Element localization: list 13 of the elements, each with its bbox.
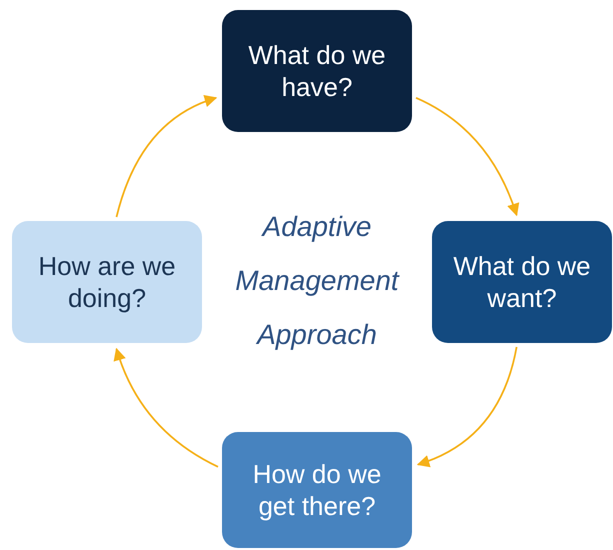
box-text: What do we want? [452,250,592,314]
box-text: What do we have? [247,39,387,103]
rounded-box [432,221,612,343]
center-title: Adaptive Management Approach [234,210,400,352]
curved-arrow [114,348,218,468]
rounded-box [222,432,412,548]
rounded-box [222,10,412,132]
curved-arrow [416,346,518,467]
rounded-box [12,221,202,343]
curved-arrow [416,97,519,216]
box-text: How do we get there? [252,458,382,522]
box-text: How are we doing? [37,250,177,314]
curved-arrow [116,96,218,218]
